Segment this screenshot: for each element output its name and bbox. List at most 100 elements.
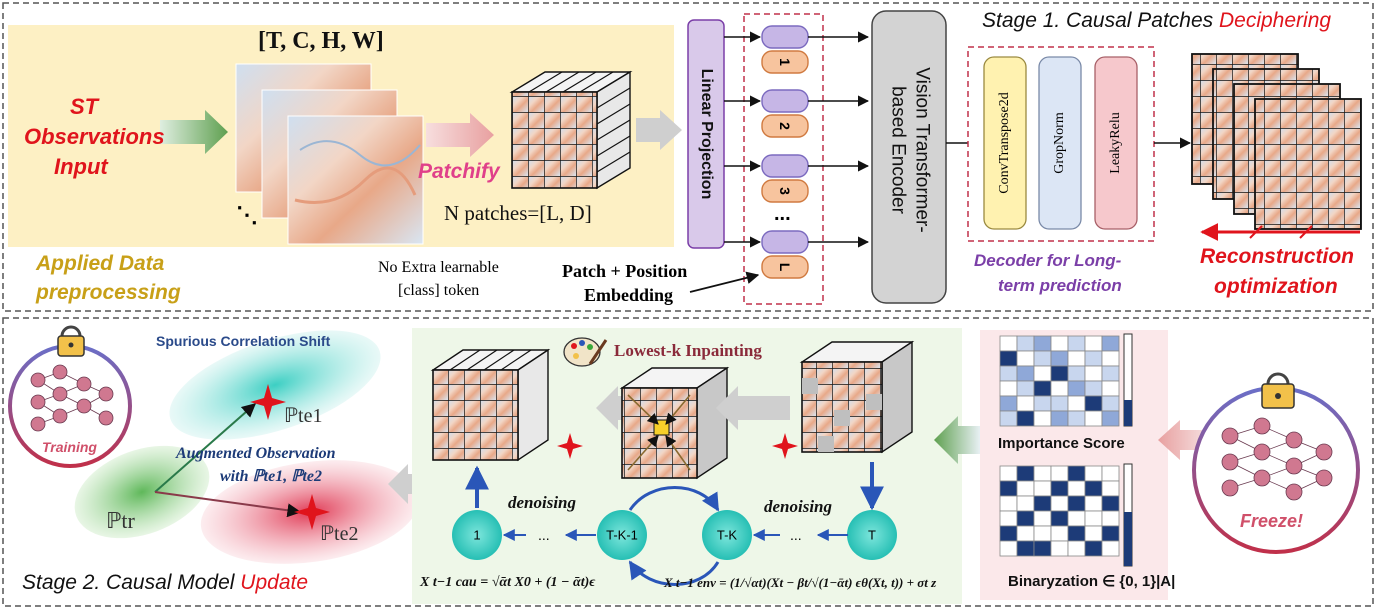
matrix-cell	[1101, 480, 1120, 497]
matrix-cell	[1084, 335, 1103, 352]
matrix-cell	[1084, 525, 1103, 542]
decoder-group	[967, 46, 1155, 242]
p-tr-label: ℙtr	[106, 508, 135, 533]
matrix-cell	[1050, 510, 1069, 527]
token-stack	[761, 25, 809, 279]
matrix-cell	[1067, 410, 1086, 427]
matrix-cell	[999, 410, 1018, 427]
matrix-cell	[1101, 365, 1120, 382]
augmented-line2: with ℙte1, ℙte2	[220, 468, 322, 485]
matrix-cell	[1050, 350, 1069, 367]
matrix-cell	[1067, 365, 1086, 382]
preprocess-footer-line2: preprocessing	[36, 281, 181, 304]
matrix-cell	[1084, 540, 1103, 557]
diffusion-steps	[452, 486, 897, 586]
matrix-cell	[1016, 495, 1035, 512]
lock-icon	[57, 325, 85, 357]
stage2-title-text: Stage 2. Causal Model	[22, 571, 241, 594]
matrix-cell	[1033, 480, 1052, 497]
binarization-matrix	[999, 465, 1120, 557]
matrix-cell	[1084, 480, 1103, 497]
patches-label: N patches=[L, D]	[444, 201, 592, 225]
no-cls-line2: [class] token	[398, 282, 480, 299]
embedding-arrow	[689, 271, 760, 293]
matrix-cell	[999, 540, 1018, 557]
p-te1-label: ℙte1	[284, 405, 323, 427]
matrix-cell	[1050, 540, 1069, 557]
step-1: 1	[473, 527, 481, 543]
matrix-cell	[1016, 380, 1035, 397]
matrix-cell	[1016, 365, 1035, 382]
importance-matrix	[999, 335, 1120, 427]
matrix-cell	[1084, 410, 1103, 427]
arrow-icon	[934, 416, 980, 464]
matrix-cell	[1067, 465, 1086, 482]
matrix-cell	[1101, 525, 1120, 542]
matrix-cell	[1067, 495, 1086, 512]
reconstruction-arrow	[1200, 223, 1360, 241]
importance-label: Importance Score	[998, 435, 1125, 452]
conv-transpose-label: ConvTranspose2d	[997, 92, 1012, 194]
matrix-cell	[1033, 395, 1052, 412]
matrix-cell	[1084, 465, 1103, 482]
input-label-line3: Input	[54, 154, 108, 179]
matrix-cell	[1016, 465, 1035, 482]
vit-encoder-block	[871, 10, 947, 304]
sparkle-icon	[772, 433, 798, 459]
matrix-cell	[1016, 350, 1035, 367]
stage2-title-highlight: Update	[240, 571, 309, 594]
group-norm-block	[1038, 56, 1082, 230]
matrix-cell	[999, 365, 1018, 382]
stage2-title: Stage 2. Causal Model Update	[22, 572, 308, 593]
matrix-cell	[999, 465, 1018, 482]
denoising-right: denoising	[764, 497, 833, 516]
formula-cau: X t−1 cau = √ᾱt X0 + (1 − ᾱt)ϵ	[420, 575, 596, 590]
reconstruction-line2: optimization	[1214, 275, 1338, 298]
inpainting-label: Lowest-k Inpainting	[614, 341, 762, 360]
sparkle-icon	[250, 384, 286, 420]
matrix-cell	[1101, 510, 1120, 527]
arrow-icon	[716, 386, 790, 430]
matrix-cell	[1067, 395, 1086, 412]
matrix-cell	[1101, 540, 1120, 557]
neural-network-icon	[30, 364, 114, 432]
matrix-cell	[1101, 465, 1120, 482]
token-1: 1	[777, 58, 793, 66]
matrix-cell	[999, 335, 1018, 352]
augmented-cube	[430, 348, 551, 462]
palette-icon	[563, 337, 608, 367]
step-ellipsis-left: ...	[538, 527, 550, 543]
observation-frames	[235, 63, 424, 245]
conv-transpose-block	[983, 56, 1027, 230]
input-label-line1: ST	[70, 94, 99, 119]
step-t-k: T-K	[716, 527, 738, 543]
preprocess-footer-line1: Applied Data	[36, 252, 165, 275]
matrix-cell	[1050, 335, 1069, 352]
distribution-shift	[74, 330, 420, 564]
matrix-cell	[1016, 480, 1035, 497]
training-label: Training	[42, 439, 97, 455]
matrix-cell	[1050, 480, 1069, 497]
token-ellipsis: ...	[774, 203, 791, 225]
linear-projection-label: Linear Projection	[698, 68, 715, 200]
p-te2-label: ℙte2	[320, 523, 359, 545]
matrix-cell	[1067, 510, 1086, 527]
decoder-caption-line2: term prediction	[998, 276, 1122, 295]
step-t: T	[868, 527, 876, 543]
group-norm-label: GropNorm	[1052, 112, 1067, 174]
matrix-cell	[1050, 365, 1069, 382]
spurious-label: Spurious Correlation Shift	[156, 333, 331, 349]
matrix-cell	[1033, 540, 1052, 557]
matrix-cell	[1033, 495, 1052, 512]
matrix-cell	[1016, 510, 1035, 527]
matrix-cell	[1016, 410, 1035, 427]
token-3: 3	[777, 187, 793, 195]
encoder-label-line1: Vision Transformer-	[911, 67, 933, 233]
matrix-cell	[1033, 335, 1052, 352]
matrix-cell	[1084, 350, 1103, 367]
matrix-cell	[1101, 350, 1120, 367]
leaky-relu-block	[1094, 56, 1138, 230]
matrix-cell	[1084, 510, 1103, 527]
matrix-cell	[1101, 495, 1120, 512]
matrix-cell	[1101, 380, 1120, 397]
